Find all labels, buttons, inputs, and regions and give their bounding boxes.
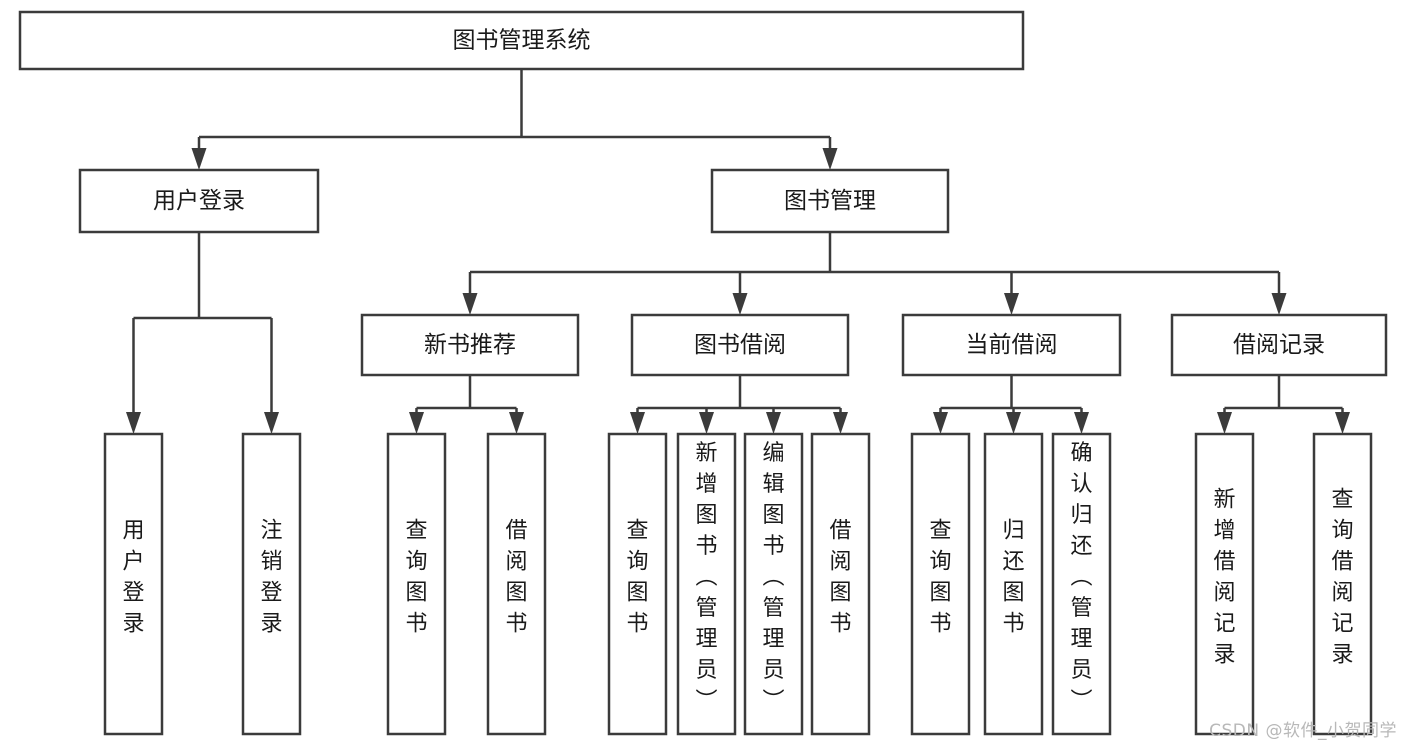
node-current-borrow[interactable]: 当前借阅: [901, 313, 1122, 377]
arrow-head-icon-add-borrow-record: [1217, 412, 1232, 434]
node-box-query-book-3: [910, 432, 971, 736]
arrow-head-icon-query-book-3: [933, 412, 948, 434]
node-book-manage[interactable]: 图书管理: [710, 168, 950, 234]
node-label-add-borrow-record: 新增借阅记录: [1213, 488, 1235, 668]
arrow-head-icon-user-login: [191, 148, 207, 170]
node-borrow-record[interactable]: 借阅记录: [1170, 313, 1388, 377]
arrow-head-icon-return-book: [1006, 412, 1021, 434]
node-label-borrow-book-1: 借阅图书: [505, 519, 527, 637]
node-label-add-book-admin: 新增图书︵管理员︶: [695, 441, 717, 714]
arrow-head-icon-query-book-1: [409, 412, 424, 434]
node-confirm-return-admin[interactable]: 确认归还︵管理员︶: [1051, 432, 1112, 736]
node-box-add-borrow-record: [1194, 432, 1255, 736]
node-root[interactable]: 图书管理系统: [18, 10, 1025, 71]
node-box-user-login-leaf: [103, 432, 164, 736]
node-book-borrow[interactable]: 图书借阅: [630, 313, 850, 377]
arrow-head-icon-user-logout-leaf: [264, 412, 279, 434]
node-query-book-2[interactable]: 查询图书: [607, 432, 668, 736]
arrow-head-icon-book-manage: [822, 148, 838, 170]
arrow-head-icon-book-borrow: [732, 293, 748, 315]
node-label-confirm-return-admin: 确认归还︵管理员︶: [1070, 441, 1092, 714]
node-label-book-borrow: 图书借阅: [694, 332, 786, 358]
arrow-head-icon-edit-book-admin: [766, 412, 781, 434]
node-query-book-3[interactable]: 查询图书: [910, 432, 971, 736]
node-box-return-book: [983, 432, 1044, 736]
node-label-new-book-recommend: 新书推荐: [424, 332, 516, 358]
node-label-root: 图书管理系统: [453, 28, 591, 54]
arrow-head-icon-query-book-2: [630, 412, 645, 434]
node-return-book[interactable]: 归还图书: [983, 432, 1044, 736]
node-label-edit-book-admin: 编辑图书︵管理员︶: [762, 441, 784, 714]
node-box-user-logout-leaf: [241, 432, 302, 736]
node-borrow-book-2[interactable]: 借阅图书: [810, 432, 871, 736]
node-box-add-book-admin: [676, 432, 737, 736]
arrow-head-icon-borrow-record: [1271, 293, 1287, 315]
node-box-borrow-record: [1170, 313, 1388, 377]
node-box-borrow-book-1: [486, 432, 547, 736]
arrow-head-icon-new-book-recommend: [462, 293, 478, 315]
node-box-query-book-2: [607, 432, 668, 736]
arrow-head-icon-current-borrow: [1004, 293, 1019, 315]
node-label-book-manage: 图书管理: [784, 188, 876, 214]
node-add-book-admin[interactable]: 新增图书︵管理员︶: [676, 432, 737, 736]
arrow-head-icon-borrow-book-2: [833, 412, 848, 434]
node-box-current-borrow: [901, 313, 1122, 377]
node-label-borrow-book-2: 借阅图书: [829, 519, 851, 637]
connectors-layer: [126, 69, 1350, 434]
node-box-root: [18, 10, 1025, 71]
node-borrow-book-1[interactable]: 借阅图书: [486, 432, 547, 736]
node-box-confirm-return-admin: [1051, 432, 1112, 736]
nodes-layer: 图书管理系统用户登录用户登录注销登录图书管理新书推荐查询图书借阅图书图书借阅查询…: [18, 10, 1388, 736]
node-user-login[interactable]: 用户登录: [78, 168, 320, 234]
node-box-new-book-recommend: [360, 313, 580, 377]
node-box-query-borrow-record: [1312, 432, 1373, 736]
node-label-query-book-3: 查询图书: [929, 519, 951, 637]
node-label-return-book: 归还图书: [1002, 519, 1024, 637]
node-label-user-login: 用户登录: [153, 188, 245, 214]
arrow-head-icon-confirm-return-admin: [1074, 412, 1089, 434]
node-box-book-borrow: [630, 313, 850, 377]
node-label-query-borrow-record: 查询借阅记录: [1331, 488, 1353, 668]
arrow-head-icon-add-book-admin: [699, 412, 714, 434]
node-box-user-login: [78, 168, 320, 234]
node-box-borrow-book-2: [810, 432, 871, 736]
node-edit-book-admin[interactable]: 编辑图书︵管理员︶: [743, 432, 804, 736]
node-label-query-book-2: 查询图书: [626, 519, 648, 637]
node-add-borrow-record[interactable]: 新增借阅记录: [1194, 432, 1255, 736]
arrow-head-icon-query-borrow-record: [1335, 412, 1350, 434]
node-box-edit-book-admin: [743, 432, 804, 736]
node-query-book-1[interactable]: 查询图书: [386, 432, 447, 736]
node-label-borrow-record: 借阅记录: [1233, 332, 1325, 358]
node-label-current-borrow: 当前借阅: [966, 332, 1058, 358]
node-query-borrow-record[interactable]: 查询借阅记录: [1312, 432, 1373, 736]
node-label-query-book-1: 查询图书: [405, 519, 427, 637]
node-new-book-recommend[interactable]: 新书推荐: [360, 313, 580, 377]
node-label-user-logout-leaf: 注销登录: [260, 519, 282, 637]
node-user-login-leaf[interactable]: 用户登录: [103, 432, 164, 736]
node-box-query-book-1: [386, 432, 447, 736]
node-user-logout-leaf[interactable]: 注销登录: [241, 432, 302, 736]
node-box-book-manage: [710, 168, 950, 234]
watermark-text: CSDN @软件_小贺同学: [1209, 721, 1397, 741]
arrow-head-icon-borrow-book-1: [509, 412, 524, 434]
arrow-head-icon-user-login-leaf: [126, 412, 141, 434]
node-label-user-login-leaf: 用户登录: [122, 519, 144, 637]
